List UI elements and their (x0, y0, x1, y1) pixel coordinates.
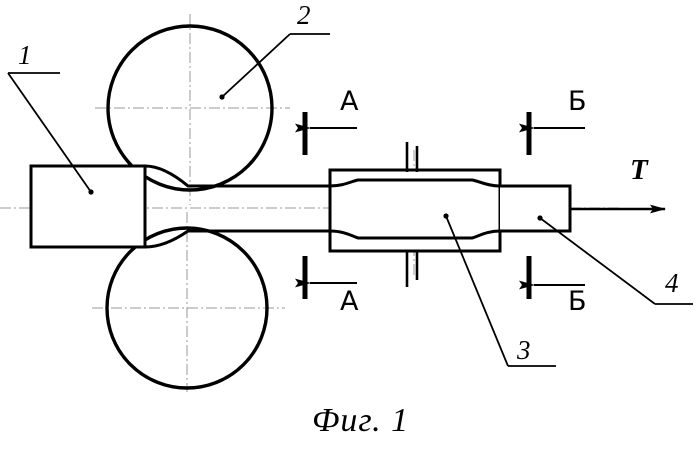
leader-ref-3-line (445, 215, 509, 367)
billet-part-1 (29, 164, 147, 249)
leader-ref-3 (443, 213, 556, 367)
reduced-bar (106, 164, 335, 249)
leader-ref-2-dot (219, 94, 225, 100)
force-label-t: T (630, 154, 648, 186)
reference-label-2: 2 (297, 0, 311, 30)
sleeve-bore-bottom-profile (329, 229, 501, 240)
sleeve-part-3 (328, 168, 502, 253)
section-letter-b-bottom: Б (568, 286, 587, 317)
leader-ref-1 (7, 72, 94, 195)
rod-end-outline (500, 184, 572, 233)
section-marker-a-bottom[interactable] (295, 256, 357, 299)
reference-label-4: 4 (665, 268, 679, 298)
leader-ref-4 (537, 215, 693, 305)
section-letter-a-top: А (340, 86, 359, 117)
leader-ref-4-line (539, 217, 656, 305)
leader-ref-2 (219, 33, 330, 100)
billet-outline (29, 164, 147, 249)
section-marker-a-top[interactable] (295, 112, 357, 155)
break-marks (405, 142, 419, 287)
leader-ref-1-dot (88, 189, 94, 195)
section-letter-b-top: Б (568, 86, 587, 117)
reduced-bar-bottom-edge (106, 229, 335, 249)
leader-ref-1-line (7, 72, 92, 193)
sleeve-bore-top-profile (329, 178, 501, 188)
section-letter-a-bottom: А (340, 286, 359, 317)
figure-caption: Фиг. 1 (312, 402, 410, 439)
rolls-group (105, 24, 274, 390)
leader-ref-4-dot (537, 215, 543, 221)
section-marker-b-bottom[interactable] (519, 256, 585, 299)
section-marker-b-top[interactable] (519, 112, 585, 155)
leader-ref-3-dot (443, 213, 449, 219)
reference-label-1: 1 (18, 40, 32, 70)
rod-end-part-4 (500, 184, 572, 233)
leader-ref-2-line (221, 33, 291, 98)
lower-roll (105, 226, 269, 390)
upper-roll (106, 24, 274, 192)
reduced-bar-top-edge (108, 164, 335, 188)
reference-label-3: 3 (517, 335, 531, 365)
